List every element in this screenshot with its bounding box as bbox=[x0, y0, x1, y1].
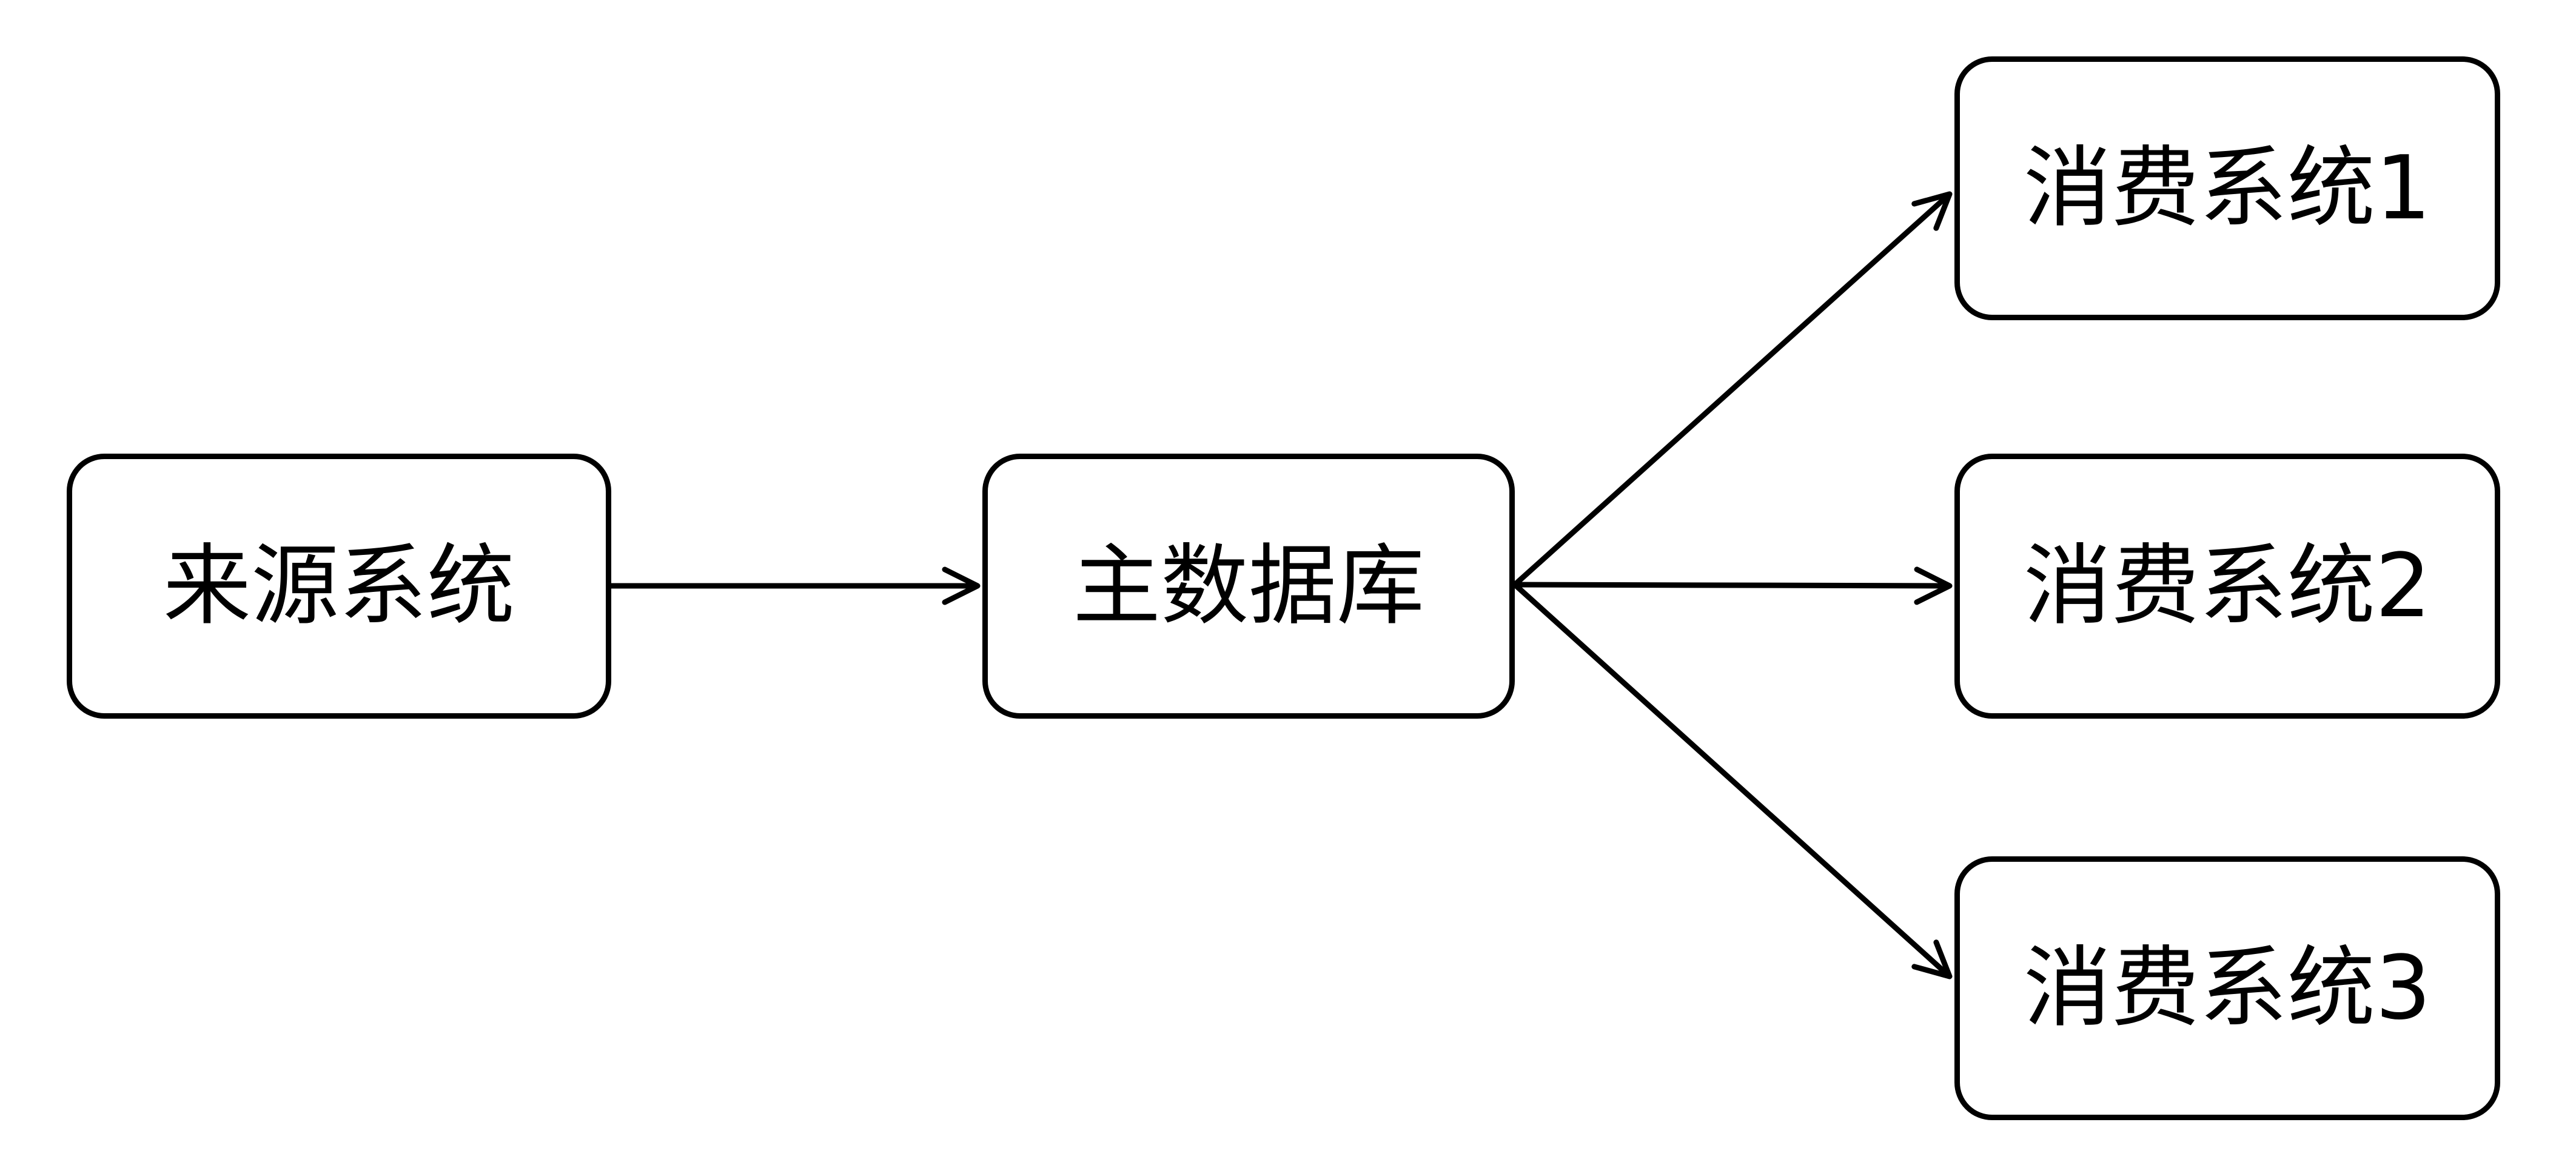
edge-master-to-consumer1 bbox=[1512, 191, 1953, 587]
node-master-database: 主数据库 bbox=[982, 454, 1515, 719]
node-consumer-system-3: 消费系统3 bbox=[1954, 856, 2500, 1120]
node-consumer-system-2-label: 消费系统2 bbox=[2023, 535, 2432, 637]
node-consumer-system-1-label: 消费系统1 bbox=[2023, 137, 2432, 240]
node-consumer-system-2: 消费系统2 bbox=[1954, 454, 2500, 719]
node-consumer-system-3-label: 消费系统3 bbox=[2023, 937, 2432, 1039]
node-source-system: 来源系统 bbox=[67, 454, 611, 719]
node-source-system-label: 来源系统 bbox=[163, 535, 515, 637]
node-consumer-system-1: 消费系统1 bbox=[1954, 56, 2500, 320]
node-master-database-label: 主数据库 bbox=[1073, 535, 1424, 637]
edge-master-to-consumer2 bbox=[1514, 566, 1953, 605]
edge-master-to-consumer3 bbox=[1512, 582, 1953, 979]
